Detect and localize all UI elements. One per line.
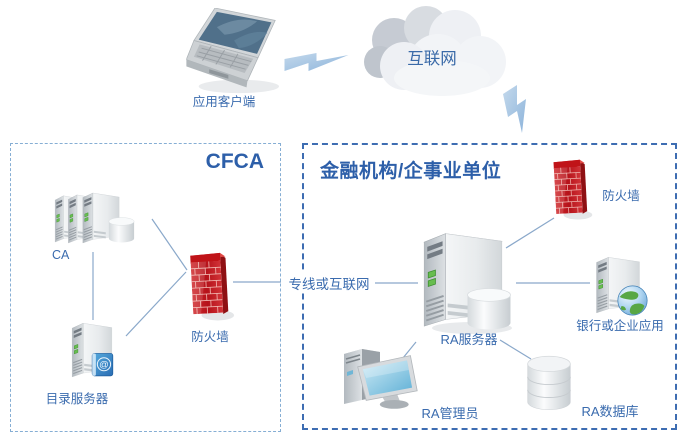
cfca-zone <box>10 143 281 432</box>
directory-server-icon <box>71 322 114 378</box>
firewall-brick-icon <box>548 146 594 232</box>
org-firewall-label: 防火墙 <box>602 189 640 203</box>
firewall-brick-icon <box>184 244 236 328</box>
bank-app-label: 银行或企业应用 <box>576 319 664 333</box>
ra-admin-label: RA管理员 <box>421 406 479 421</box>
directory-server-label: 目录服务器 <box>45 392 109 406</box>
ca-label: CA <box>52 248 70 262</box>
ra-db-label: RA数据库 <box>581 404 639 419</box>
lightning-bolt-icon <box>284 53 349 71</box>
ca-server-group-icon <box>54 192 135 244</box>
ra-server-icon <box>423 232 512 334</box>
cfca-zone-title: CFCA <box>205 150 264 173</box>
link-label: 专线或互联网 <box>283 273 375 293</box>
org-zone-title: 金融机构/企事业单位 <box>320 161 502 182</box>
bank-app-server-icon <box>595 256 648 316</box>
laptop-icon <box>186 8 286 96</box>
lightning-bolt-icon <box>503 85 526 133</box>
internet-label: 互联网 <box>407 50 457 68</box>
client-label: 应用客户端 <box>192 95 256 109</box>
ra-server-label: RA服务器 <box>440 332 498 347</box>
ra-admin-workstation-icon <box>340 346 424 410</box>
cfca-firewall-label: 防火墙 <box>191 330 229 344</box>
database-cylinder-icon <box>522 354 576 412</box>
internet-cloud-icon <box>364 6 506 96</box>
